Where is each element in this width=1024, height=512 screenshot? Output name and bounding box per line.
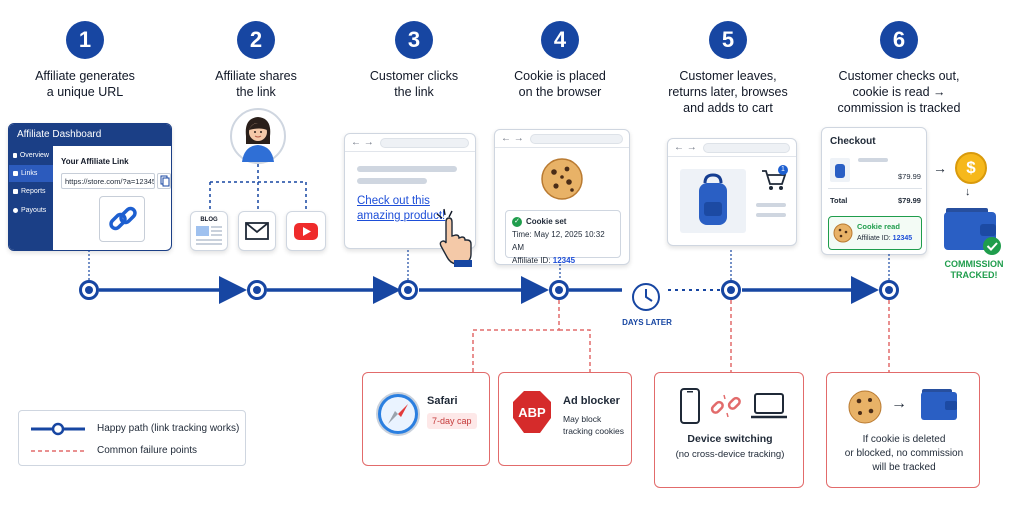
- cookie-browser-window: ← → ✓ Cookie set Time: May 12, 2025 10:3…: [494, 129, 630, 265]
- days-later-label: DAYS LATER: [622, 318, 672, 327]
- cookie-icon: [539, 156, 585, 207]
- device-switching-desc: (no cross-device tracking): [675, 449, 785, 460]
- nav-payouts[interactable]: Payouts: [9, 201, 53, 220]
- safari-icon: [375, 391, 421, 442]
- step-3-number: 3: [395, 21, 433, 59]
- backpack-image: [680, 169, 746, 233]
- back-forward-icon: ← →: [501, 133, 524, 144]
- step-6-title: Customer checks out,cookie is read →comm…: [837, 69, 961, 115]
- cookie-set-label: Cookie set: [526, 217, 567, 226]
- browser-bar: ← →: [345, 134, 475, 152]
- cookie-affiliate-id: 12345: [552, 256, 576, 265]
- pointer-hand-icon: [434, 208, 476, 273]
- arrow-right-icon: →: [933, 160, 947, 176]
- legend-failure-points: Common failure points: [97, 445, 198, 456]
- wallet-icon: [919, 387, 961, 428]
- checkout-title: Checkout: [830, 136, 876, 147]
- cookie-read-label: Cookie read: [857, 222, 900, 231]
- step-4-number: 4: [541, 21, 579, 59]
- arrow-right-icon: →: [891, 395, 907, 412]
- total-value: $79.99: [898, 196, 921, 205]
- timeline-node-5: [721, 280, 741, 300]
- coin-icon: $: [955, 152, 987, 184]
- cookie-time: May 12, 2025 10:32 AM: [512, 230, 605, 252]
- safari-title: Safari: [427, 395, 458, 407]
- back-forward-icon: ← →: [351, 137, 374, 148]
- device-switching-title: Device switching: [687, 433, 773, 445]
- timeline: [88, 250, 890, 311]
- affiliate-dashboard-card: Affiliate Dashboard Overview Links Repor…: [8, 123, 172, 251]
- affiliate-link-label: Your Affiliate Link: [61, 157, 129, 166]
- product-thumb-icon: [830, 158, 850, 182]
- cookie-read-panel: Cookie read Affiliate ID: 12345: [828, 216, 922, 250]
- timeline-node-3: [398, 280, 418, 300]
- affiliate-link-field[interactable]: https://store.com/?a=12345: [61, 173, 155, 189]
- total-label: Total: [830, 196, 848, 205]
- youtube-icon: [286, 211, 326, 251]
- cart-icon[interactable]: 1: [760, 165, 790, 198]
- nav-links[interactable]: Links: [9, 165, 53, 182]
- step-5-number: 5: [709, 21, 747, 59]
- dashboard-sidebar: Overview Links Reports Payouts: [9, 146, 53, 250]
- check-icon: ✓: [512, 216, 522, 227]
- step-1-number: 1: [66, 21, 104, 59]
- timeline-node-1: [79, 280, 99, 300]
- checkout-card: Checkout $79.99 Total $79.99 Cookie read…: [821, 127, 927, 255]
- legend-happy-path: Happy path (link tracking works): [97, 423, 240, 434]
- blog-icon: BLOG: [190, 211, 228, 251]
- checkout-affiliate-id: 12345: [892, 235, 913, 242]
- wallet-icon: [942, 204, 1004, 263]
- legend: Happy path (link tracking works) Common …: [18, 410, 246, 466]
- failure-safari: Safari 7-day cap: [362, 372, 490, 466]
- dashboard-title: Affiliate Dashboard: [9, 124, 171, 146]
- legend-swatches: [31, 422, 85, 452]
- timeline-node-2: [247, 280, 267, 300]
- arrow-down-icon: ↓: [965, 186, 971, 198]
- timeline-node-4: [549, 280, 569, 300]
- affiliate-avatar: [230, 108, 286, 164]
- broken-link-icon: [709, 391, 743, 426]
- adblock-title: Ad blocker: [563, 395, 620, 407]
- phone-icon: [679, 387, 701, 430]
- step-6-number: 6: [880, 21, 918, 59]
- cart-browser-window: ← → 1: [667, 138, 797, 246]
- cart-badge: 1: [778, 165, 788, 175]
- email-icon: [238, 211, 276, 251]
- nav-reports[interactable]: Reports: [9, 182, 53, 201]
- laptop-icon: [749, 391, 789, 428]
- safari-badge: 7-day cap: [427, 413, 477, 429]
- cookie-icon: [847, 389, 883, 430]
- adblock-icon: ABP: [511, 389, 553, 435]
- failure-connectors: [472, 300, 890, 372]
- cookie-info-panel: ✓ Cookie set Time: May 12, 2025 10:32 AM…: [505, 210, 621, 265]
- timeline-node-6: [879, 280, 899, 300]
- step-2-number: 2: [237, 21, 275, 59]
- url-bar[interactable]: [702, 142, 790, 153]
- adblock-logo-text: ABP: [518, 405, 546, 420]
- copy-icon[interactable]: [157, 173, 171, 189]
- back-forward-icon: ← →: [674, 142, 697, 153]
- failure-device-switching: Device switching (no cross-device tracki…: [654, 372, 804, 488]
- item-price: $79.99: [898, 172, 921, 181]
- url-bar[interactable]: [379, 137, 469, 148]
- nav-overview[interactable]: Overview: [9, 146, 53, 165]
- chain-link-icon: [99, 196, 145, 242]
- share-connectors: [209, 164, 307, 210]
- url-bar[interactable]: [529, 133, 623, 144]
